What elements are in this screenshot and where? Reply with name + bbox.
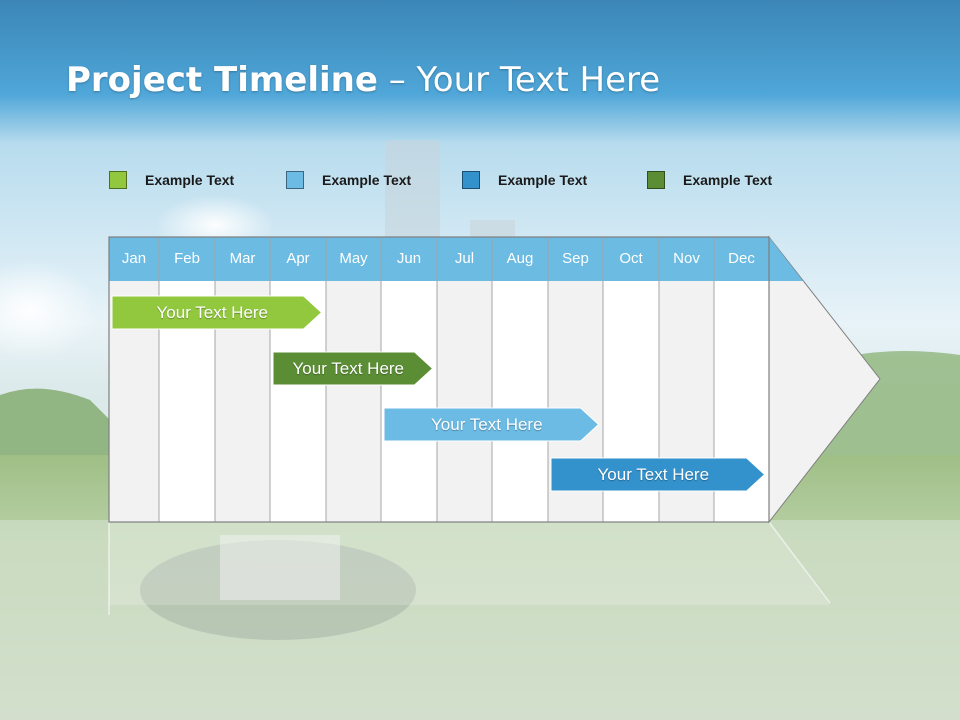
legend-label: Example Text <box>498 172 588 188</box>
month-column <box>381 281 437 522</box>
month-label: Sep <box>562 250 589 267</box>
timeline-reflection <box>109 522 830 605</box>
legend-label: Example Text <box>145 172 235 188</box>
timeline-bar-label[interactable]: Your Text Here <box>156 303 269 322</box>
month-header-cell <box>437 237 492 281</box>
month-header-cell <box>159 237 215 281</box>
timeline-frame <box>108 236 770 523</box>
month-column <box>326 281 381 522</box>
month-label: May <box>339 250 368 267</box>
legend-swatch <box>462 171 480 189</box>
month-label: Jun <box>396 250 422 267</box>
month-header-cell <box>270 237 326 281</box>
timeline-bar-label[interactable]: Your Text Here <box>431 415 543 434</box>
timeline-bar <box>111 295 323 330</box>
legend-swatch <box>286 171 304 189</box>
timeline-bar <box>272 351 434 386</box>
legend-label: Example Text <box>322 172 412 188</box>
reflection-edge <box>768 521 831 604</box>
slide-title: Project Timeline – Your Text Here <box>66 60 660 100</box>
timeline-bar-label[interactable]: Your Text Here <box>597 465 710 484</box>
timeline-bar <box>550 457 766 492</box>
legend-swatch <box>647 171 665 189</box>
title-rest: – Your Text Here <box>377 60 661 100</box>
timeline-bar-label[interactable]: Your Text Here <box>292 359 405 378</box>
month-column <box>492 281 548 522</box>
month-column <box>437 281 492 522</box>
month-label: Dec <box>728 250 755 267</box>
month-label: Mar <box>229 250 256 267</box>
legend-label: Example Text <box>683 172 773 188</box>
month-header-cell <box>326 237 381 281</box>
arrow-header-segment <box>769 237 803 281</box>
month-label: Jul <box>454 250 475 267</box>
month-header-cell <box>215 237 270 281</box>
month-header-cell <box>492 237 548 281</box>
month-label: Nov <box>673 250 700 267</box>
month-header-cell <box>381 237 437 281</box>
timeline-bar <box>383 407 600 442</box>
month-header-cell <box>659 237 714 281</box>
title-bold: Project Timeline <box>66 60 378 100</box>
month-header-cell <box>714 237 769 281</box>
month-label: Feb <box>174 250 200 267</box>
month-header-cell <box>109 237 159 281</box>
month-label: Oct <box>619 250 643 267</box>
month-label: Jan <box>121 250 147 267</box>
legend-swatch <box>109 171 127 189</box>
month-label: Apr <box>286 250 310 267</box>
month-label: Aug <box>506 250 534 267</box>
month-header-cell <box>603 237 659 281</box>
month-header-cell <box>548 237 603 281</box>
